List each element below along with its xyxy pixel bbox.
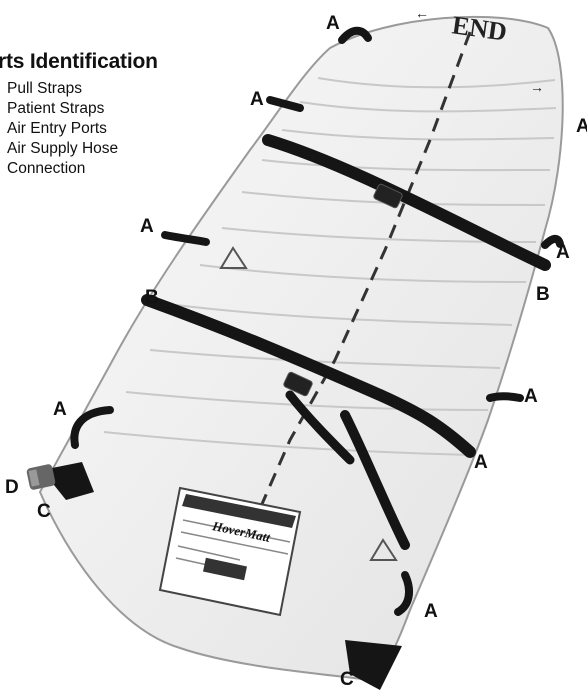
callout-b-left: B bbox=[145, 288, 159, 307]
callout-a-right-side: A bbox=[524, 387, 538, 406]
legend-item-pull-straps: Pull Straps bbox=[7, 80, 82, 98]
callout-a-head: A bbox=[326, 14, 340, 33]
legend-item-connection: Connection bbox=[7, 160, 85, 178]
callout-a-mid-right: A bbox=[556, 243, 570, 262]
callout-a-upper-right: A bbox=[576, 117, 587, 136]
callout-a-lower-left: A bbox=[53, 400, 67, 419]
legend-item-air-supply-hose: Air Supply Hose bbox=[7, 140, 118, 158]
callout-b-right: B bbox=[536, 285, 550, 304]
callout-a-mid-left: A bbox=[140, 217, 154, 236]
callout-c-foot: C bbox=[340, 670, 354, 689]
legend-title: rts Identification bbox=[0, 50, 158, 74]
callout-a-upper-left: A bbox=[250, 90, 264, 109]
mattress-body bbox=[40, 17, 563, 680]
legend-item-patient-straps: Patient Straps bbox=[7, 100, 104, 118]
legend-item-air-entry-ports: Air Entry Ports bbox=[7, 120, 107, 138]
callout-a-foot-right: A bbox=[424, 602, 438, 621]
callout-d-hose: D bbox=[5, 478, 19, 497]
callout-a-lower-right: A bbox=[474, 453, 488, 472]
arrow-right-icon: → bbox=[530, 79, 544, 95]
arrow-left-icon: ← bbox=[415, 5, 429, 21]
callout-c-left: C bbox=[37, 502, 51, 521]
